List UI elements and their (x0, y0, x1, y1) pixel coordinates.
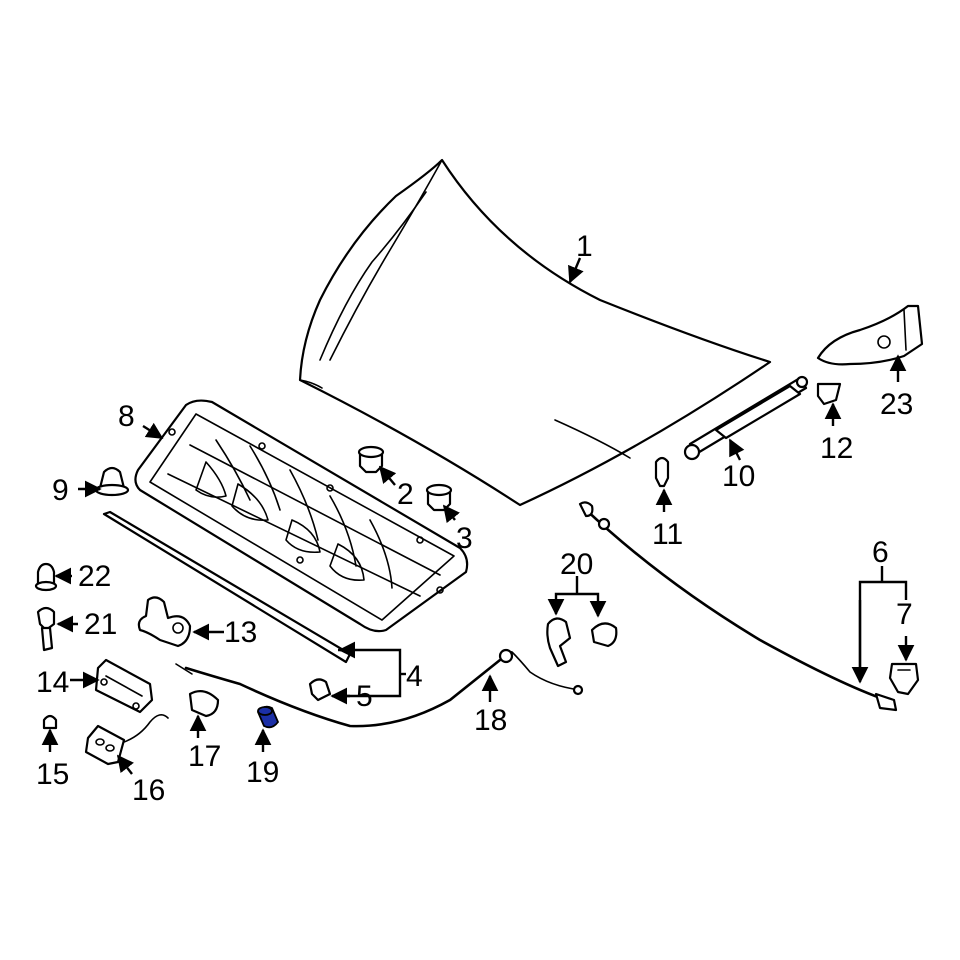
callout-20: 20 (560, 548, 593, 581)
callout-19: 19 (246, 756, 279, 789)
hood-inner-panel (134, 399, 469, 633)
switch-16 (84, 714, 169, 766)
leader-lines (41, 257, 915, 775)
callout-14: 14 (36, 666, 69, 699)
callout-5: 5 (356, 680, 373, 713)
callout-9: 9 (52, 474, 69, 507)
clip-7 (888, 662, 920, 696)
callout-13: 13 (224, 616, 257, 649)
support-rod-6 (578, 501, 898, 712)
hood-stopper-3 (425, 483, 453, 512)
callout-21: 21 (84, 608, 117, 641)
hood-panel (298, 158, 772, 507)
callout-2: 2 (397, 478, 414, 511)
latch-bracket-13 (137, 596, 192, 648)
bracket-23 (816, 304, 924, 366)
callout-17: 17 (188, 740, 221, 773)
clip-12 (816, 382, 842, 406)
clip-22 (34, 562, 58, 592)
gas-strut-10 (683, 375, 809, 461)
clip-9 (94, 466, 130, 497)
callout-10: 10 (722, 460, 755, 493)
bumper-15 (42, 714, 58, 730)
cable-grommet-19 (256, 705, 280, 729)
callout-22: 22 (78, 560, 111, 593)
callout-23: 23 (880, 388, 913, 421)
callout-labels: 1 2 3 4 5 6 7 8 9 10 11 12 13 14 15 16 1… (36, 230, 913, 807)
callout-3: 3 (456, 522, 473, 555)
callout-12: 12 (820, 432, 853, 465)
clip-5 (308, 678, 332, 702)
callout-18: 18 (474, 704, 507, 737)
callout-1: 1 (576, 230, 593, 263)
clip-11 (654, 456, 670, 488)
hood-latch-14 (94, 658, 154, 714)
callout-15: 15 (36, 758, 69, 791)
latch-switch-20 (546, 617, 618, 668)
callout-16: 16 (132, 774, 165, 807)
hood-stopper-2 (357, 445, 385, 474)
release-cable-18 (175, 648, 584, 728)
callout-8: 8 (118, 400, 135, 433)
release-handle-17 (188, 689, 220, 718)
callout-6: 6 (872, 536, 889, 569)
callout-11: 11 (652, 518, 683, 551)
callout-4: 4 (406, 660, 423, 693)
callout-7: 7 (896, 598, 913, 631)
washer-nozzle-21 (36, 606, 56, 652)
